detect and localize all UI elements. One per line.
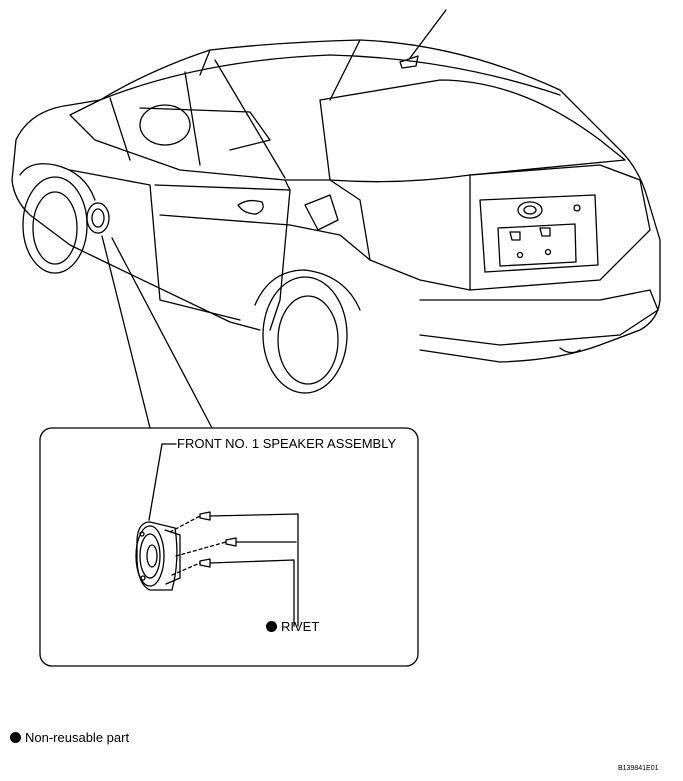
speaker-assembly-label: FRONT NO. 1 SPEAKER ASSEMBLY bbox=[177, 436, 397, 451]
legend-non-reusable-label: Non-reusable part bbox=[25, 730, 130, 745]
rivet-label: RIVET bbox=[281, 619, 320, 634]
antenna bbox=[399, 9, 447, 69]
filled-circle-icon bbox=[266, 621, 277, 632]
legend-row: Non-reusable part bbox=[10, 730, 129, 745]
figure-id: B139841E01 bbox=[618, 765, 659, 772]
detail-callout-box bbox=[39, 427, 419, 667]
car-body bbox=[11, 39, 661, 394]
filled-circle-icon bbox=[10, 732, 21, 743]
rivets bbox=[169, 511, 299, 627]
speaker-assembly-detail bbox=[135, 443, 181, 591]
rivet-label-row: RIVET bbox=[266, 619, 319, 634]
leader-lines bbox=[101, 235, 213, 429]
